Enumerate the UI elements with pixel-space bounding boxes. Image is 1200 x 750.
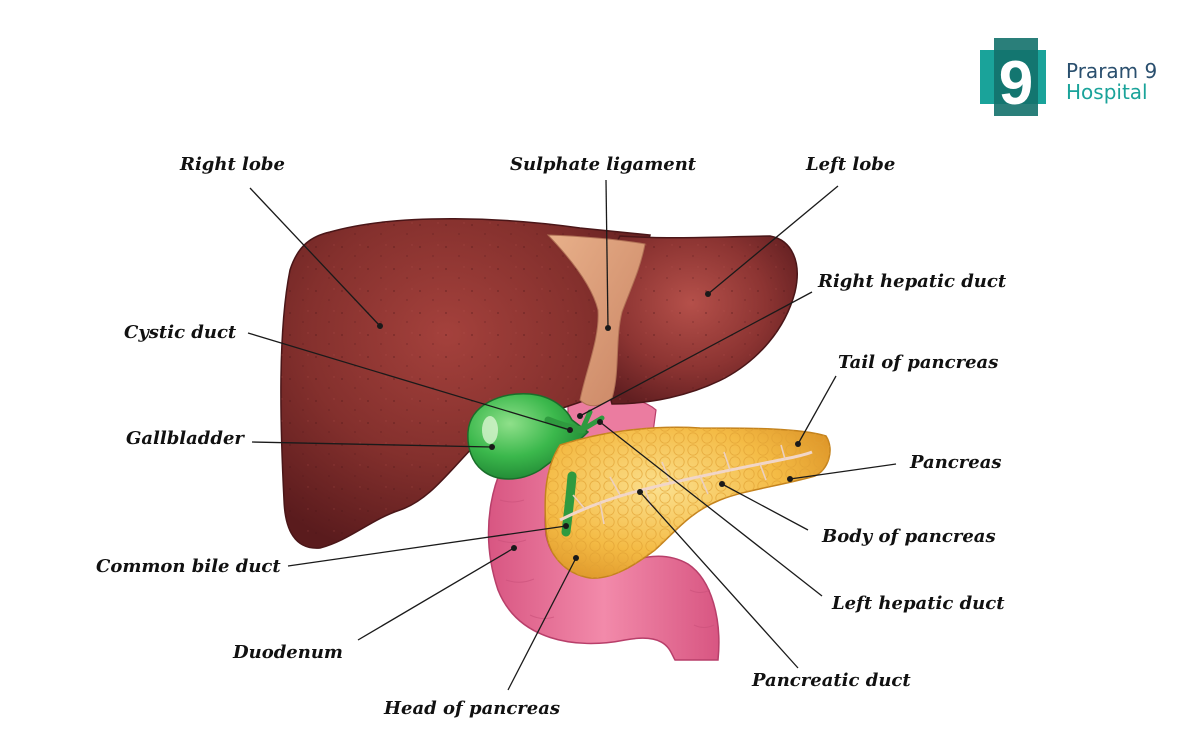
- leader-common-bile-duct: [287, 525, 567, 567]
- logo-name-line2: Hospital: [1066, 80, 1148, 104]
- label-sulphate-ligament: Sulphate ligament: [510, 154, 697, 175]
- sulphate-ligament: [546, 234, 646, 407]
- label-common-bile-duct: Common bile duct: [96, 556, 281, 577]
- duodenum-folds: [497, 499, 715, 628]
- hospital-logo: 9 Praram 9 Hospital: [980, 38, 1157, 118]
- leader-left-lobe: [707, 185, 839, 295]
- label-body-of-pancreas: Body of pancreas: [821, 526, 996, 547]
- leader-right-hepatic-duct: [579, 291, 813, 417]
- label-head-of-pancreas: Head of pancreas: [383, 698, 560, 719]
- leader-gallbladder: [251, 441, 493, 448]
- pancreas-lobule-texture: [545, 427, 831, 579]
- pancreatic-duct-branches: [572, 444, 786, 525]
- leader-pancreas: [789, 463, 897, 480]
- label-tail-of-pancreas: Tail of pancreas: [838, 352, 998, 373]
- leader-duodenum: [357, 547, 515, 641]
- label-left-hepatic-duct: Left hepatic duct: [831, 593, 1005, 614]
- label-right-lobe: Right lobe: [179, 154, 285, 175]
- label-pancreas: Pancreas: [909, 452, 1002, 473]
- gallbladder-highlight: [482, 416, 498, 444]
- leader-sulphate-ligament: [605, 179, 609, 329]
- leader-dots: [377, 291, 801, 561]
- leader-left-hepatic-duct: [599, 421, 823, 597]
- leader-body-of-pancreas: [721, 483, 809, 531]
- leader-lines: [247, 179, 897, 691]
- leader-pancreatic-duct: [639, 491, 799, 669]
- label-left-lobe: Left lobe: [805, 154, 895, 175]
- label-gallbladder: Gallbladder: [126, 428, 245, 449]
- logo-name-line1: Praram 9: [1066, 59, 1157, 83]
- leader-head-of-pancreas: [507, 557, 577, 691]
- leader-cystic-duct: [247, 332, 571, 431]
- label-pancreatic-duct: Pancreatic duct: [751, 670, 911, 691]
- diagram-labels: Right lobe Sulphate ligament Left lobe R…: [96, 154, 1007, 719]
- label-cystic-duct: Cystic duct: [124, 322, 237, 343]
- cystic-duct-tube: [544, 416, 586, 434]
- leader-right-lobe: [249, 187, 381, 327]
- logo-numeral: 9: [999, 49, 1033, 118]
- label-right-hepatic-duct: Right hepatic duct: [817, 271, 1007, 292]
- leader-tail-of-pancreas: [797, 375, 837, 445]
- label-duodenum: Duodenum: [232, 642, 343, 663]
- logo-square-front: [994, 38, 1038, 116]
